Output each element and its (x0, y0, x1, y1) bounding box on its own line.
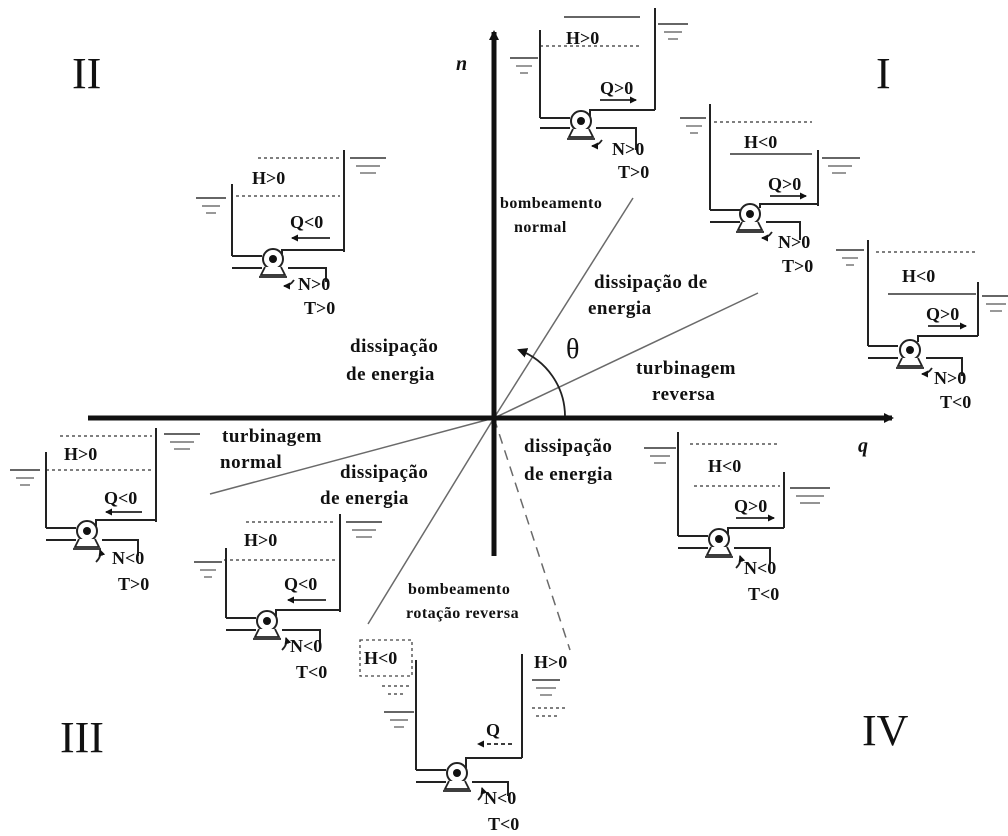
flow-label: Q (486, 720, 500, 740)
boundary-line-lower (367, 417, 495, 625)
region-label-line1: dissipação (524, 436, 612, 457)
schematic-far-left: H>0 Q<0 N<0 T>0 (10, 428, 200, 594)
head-label: H>0 (244, 530, 277, 550)
region-label-line1: turbinagem (636, 358, 736, 379)
head-label: H<0 (708, 456, 741, 476)
region-label-line2: normal (514, 219, 567, 236)
speed-label: N>0 (298, 274, 330, 294)
schematic-lower-right: H<0 Q>0 N<0 T<0 (644, 432, 830, 604)
flow-label: Q>0 (926, 304, 959, 324)
region-dissipation-q4: dissipação de energia (524, 436, 613, 485)
region-normal-pumping: bombeamento normal (500, 195, 602, 236)
n-axis-label: n (456, 53, 467, 75)
boundary-line-upper (493, 197, 634, 419)
region-label-line2: reversa (652, 384, 715, 405)
head-label: H<0 (902, 266, 935, 286)
speed-label: N<0 (290, 636, 322, 656)
torque-label: T<0 (296, 662, 327, 682)
region-boundaries (209, 197, 759, 651)
flow-label: Q>0 (734, 496, 767, 516)
region-label-line1: bombeamento (500, 195, 602, 212)
speed-label: N<0 (112, 548, 144, 568)
schematic-far-right: H<0 Q>0 N>0 T<0 (836, 240, 1008, 412)
torque-label: T<0 (940, 392, 971, 412)
region-label-line1: turbinagem (222, 426, 322, 447)
speed-label: N<0 (744, 558, 776, 578)
boundary-line-dashed (493, 417, 571, 651)
flow-label: Q<0 (290, 212, 323, 232)
region-label-line2: de energia (320, 488, 409, 509)
boundary-line-left (209, 417, 495, 495)
head-label-right: H>0 (534, 652, 567, 672)
schematic-upper-left: H>0 Q<0 N>0 T>0 (196, 150, 386, 318)
boundary-line-mid (493, 292, 759, 419)
torque-label: T>0 (118, 574, 149, 594)
region-label-line1: bombeamento (408, 581, 510, 598)
region-dissipation-q1: dissipação de energia (588, 272, 708, 319)
speed-label: N>0 (612, 139, 644, 159)
region-label-line2: rotação reversa (406, 605, 519, 622)
region-label-line2: normal (220, 452, 282, 473)
schematic-right-upper: H<0 Q>0 N>0 T>0 (680, 104, 860, 276)
region-label-line1: dissipação de (594, 272, 708, 293)
torque-label: T<0 (748, 584, 779, 604)
flow-label: Q<0 (104, 488, 137, 508)
torque-label: T>0 (782, 256, 813, 276)
head-label: H>0 (252, 168, 285, 188)
theta-arc (517, 348, 566, 417)
torque-label: T>0 (304, 298, 335, 318)
region-label-line2: de energia (524, 464, 613, 485)
schematic-bottom-center: H<0 H>0 Q N<0 T<0 (359, 639, 567, 834)
quadrant-ii-label: II (72, 49, 101, 98)
theta-label: θ (566, 334, 579, 365)
torque-label: T<0 (488, 814, 519, 834)
region-label-line1: dissipação (340, 462, 428, 483)
region-label-line2: de energia (346, 364, 435, 385)
quadrant-iv-label: IV (862, 706, 909, 755)
speed-label: N>0 (778, 232, 810, 252)
region-reverse-turbine: turbinagem reversa (636, 358, 736, 405)
schematic-lower-left: H>0 Q<0 N<0 T<0 (194, 514, 382, 682)
head-label: H>0 (64, 444, 97, 464)
head-label-left: H<0 (364, 648, 397, 668)
schematic-top-center: H>0 Q>0 N>0 T>0 (510, 8, 688, 182)
region-label-line1: dissipação (350, 336, 438, 357)
speed-label: N<0 (484, 788, 516, 808)
region-normal-turbine: turbinagem normal (220, 426, 322, 473)
region-label-line2: energia (588, 298, 652, 319)
flow-label: Q>0 (768, 174, 801, 194)
theta-angle: θ (517, 334, 579, 417)
speed-label: N>0 (934, 368, 966, 388)
quadrant-iii-label: III (60, 713, 104, 762)
quadrant-i-label: I (876, 49, 891, 98)
axes: n q (88, 30, 894, 556)
region-reverse-rotation-pumping: bombeamento rotação reversa (406, 581, 519, 622)
flow-label: Q>0 (600, 78, 633, 98)
flow-label: Q<0 (284, 574, 317, 594)
head-label: H>0 (566, 28, 599, 48)
head-label: H<0 (744, 132, 777, 152)
torque-label: T>0 (618, 162, 649, 182)
q-axis-label: q (858, 435, 868, 457)
region-dissipation-q2: dissipação de energia (346, 336, 438, 385)
region-dissipation-q3: dissipação de energia (320, 462, 428, 509)
